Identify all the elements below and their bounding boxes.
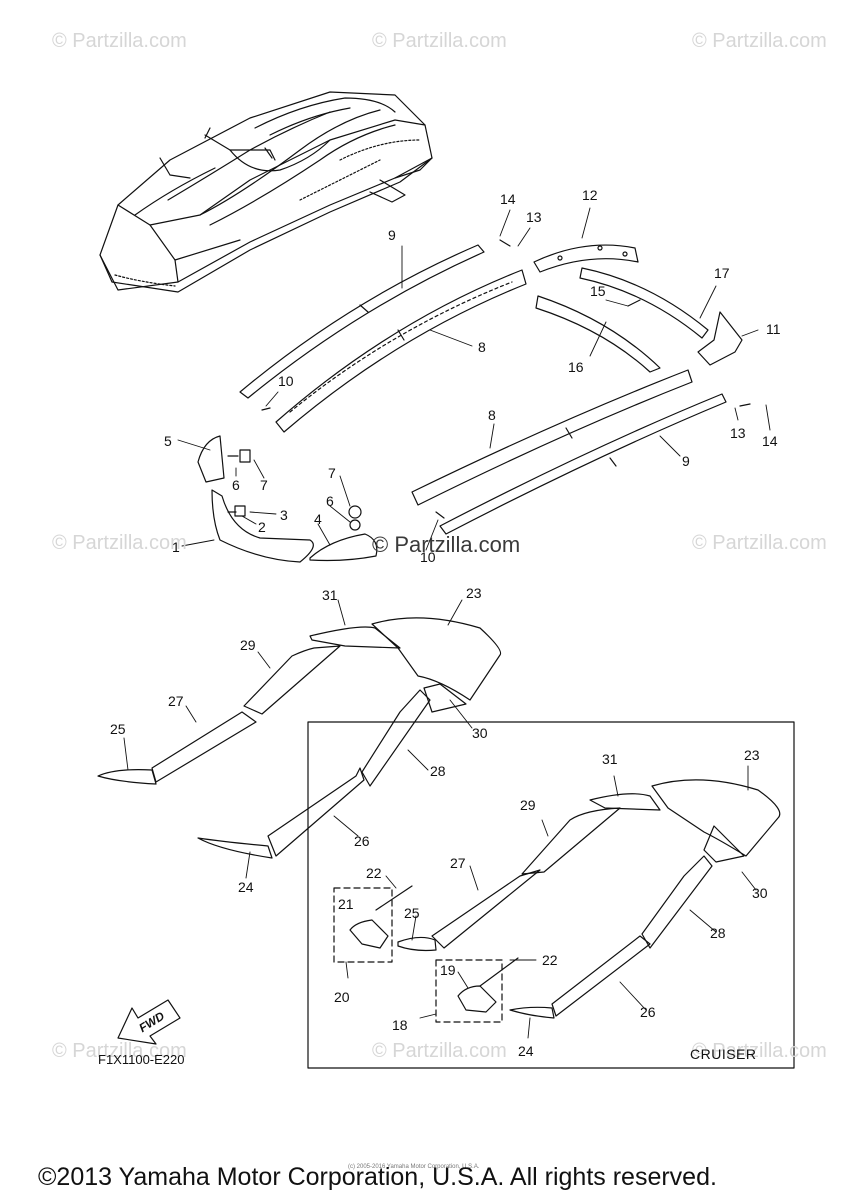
part-8-right-rail (411, 369, 693, 506)
part-17-strip (579, 267, 709, 339)
callout-2: 2 (258, 519, 266, 535)
callout-12: 12 (582, 187, 598, 203)
callout-28-b: 28 (710, 925, 726, 941)
callout-29: 29 (240, 637, 256, 653)
fwd-arrow-icon (117, 999, 181, 1045)
callout-27: 27 (168, 693, 184, 709)
watermark: © Partzilla.com (52, 1040, 187, 1062)
callout-14-b: 14 (762, 433, 778, 449)
callout-24: 24 (238, 879, 254, 895)
callout-23-b: 23 (744, 747, 760, 763)
callout-31: 31 (322, 587, 338, 603)
callout-7-b: 7 (328, 465, 336, 481)
part-12-bracket (533, 244, 639, 273)
watermark-center: © Partzilla.com (372, 532, 521, 557)
callout-10-b: 10 (420, 549, 436, 565)
watermark: © Partzilla.com (692, 1040, 827, 1062)
part-8-left-rail (275, 269, 527, 433)
cruiser-box (307, 721, 795, 1069)
callout-14: 14 (500, 191, 516, 207)
callout-19: 19 (440, 962, 456, 978)
cruiser-label: CRUISER (690, 1046, 757, 1062)
callout-27-b: 27 (450, 855, 466, 871)
part-code: F1X1100-E220 (98, 1052, 185, 1067)
callout-10: 10 (278, 373, 294, 389)
callout-22: 22 (366, 865, 382, 881)
callout-1: 1 (172, 539, 180, 555)
copyright: ©2013 Yamaha Motor Corporation, U.S.A. A… (38, 1163, 717, 1191)
detail-box-18 (435, 959, 503, 1023)
callout-25-b: 25 (404, 905, 420, 921)
part-16-strip (535, 295, 661, 373)
watercraft-illustration (99, 91, 433, 293)
part-5-sponson (197, 435, 225, 483)
callout-24-b: 24 (518, 1043, 534, 1059)
callout-20: 20 (334, 989, 350, 1005)
cruiser-leaders (345, 765, 757, 1039)
callout-7: 7 (260, 477, 268, 493)
watermark: © Partzilla.com (52, 532, 187, 554)
callout-29-b: 29 (520, 797, 536, 813)
part-22-bolt-a (375, 885, 413, 911)
part-9-right-rail (439, 393, 727, 535)
watermark: © Partzilla.com (372, 1040, 507, 1062)
callout-8: 8 (478, 339, 486, 355)
callout-11: 11 (766, 321, 781, 337)
callout-21: 21 (338, 896, 354, 912)
part-19-bracket (457, 985, 497, 1013)
watermark: © Partzilla.com (52, 30, 187, 52)
callout-13: 13 (526, 209, 542, 225)
watermark: © Partzilla.com (692, 532, 827, 554)
callout-26-b: 26 (640, 1004, 656, 1020)
callout-22-b: 22 (542, 952, 558, 968)
callout-5: 5 (164, 433, 172, 449)
callout-9-b: 9 (682, 453, 690, 469)
hardware-nuts (227, 239, 751, 531)
part-4-fin (309, 533, 378, 562)
callout-17: 17 (714, 265, 730, 281)
callout-13-b: 13 (730, 425, 746, 441)
callout-26: 26 (354, 833, 370, 849)
part-1-fin (211, 489, 314, 563)
callout-30-b: 30 (752, 885, 768, 901)
part-22-bolt-b (479, 957, 519, 987)
callout-6-b: 6 (326, 493, 334, 509)
watermark: © Partzilla.com (692, 30, 827, 52)
callout-18: 18 (392, 1017, 408, 1033)
mat-set-cruiser (397, 779, 781, 1019)
callout-28: 28 (430, 763, 446, 779)
part-9-left-rail (239, 244, 485, 399)
callout-23: 23 (466, 585, 482, 601)
callout-25: 25 (110, 721, 126, 737)
part-11-end-cap (697, 311, 743, 366)
callout-30: 30 (472, 725, 488, 741)
callout-16: 16 (568, 359, 584, 375)
callout-31-b: 31 (602, 751, 618, 767)
mat-set-standard (97, 617, 502, 859)
callout-4: 4 (314, 511, 322, 527)
callout-15: 15 (590, 283, 606, 299)
leader-lines (123, 207, 771, 879)
watermark: © Partzilla.com (372, 30, 507, 52)
small-credit: (c) 2005-2016 Yamaha Motor Corporation, … (348, 1164, 480, 1170)
detail-box-20 (333, 887, 393, 963)
callout-9: 9 (388, 227, 396, 243)
part-21-bracket (349, 919, 389, 949)
callout-8-b: 8 (488, 407, 496, 423)
callout-6: 6 (232, 477, 240, 493)
callout-3: 3 (280, 507, 288, 523)
